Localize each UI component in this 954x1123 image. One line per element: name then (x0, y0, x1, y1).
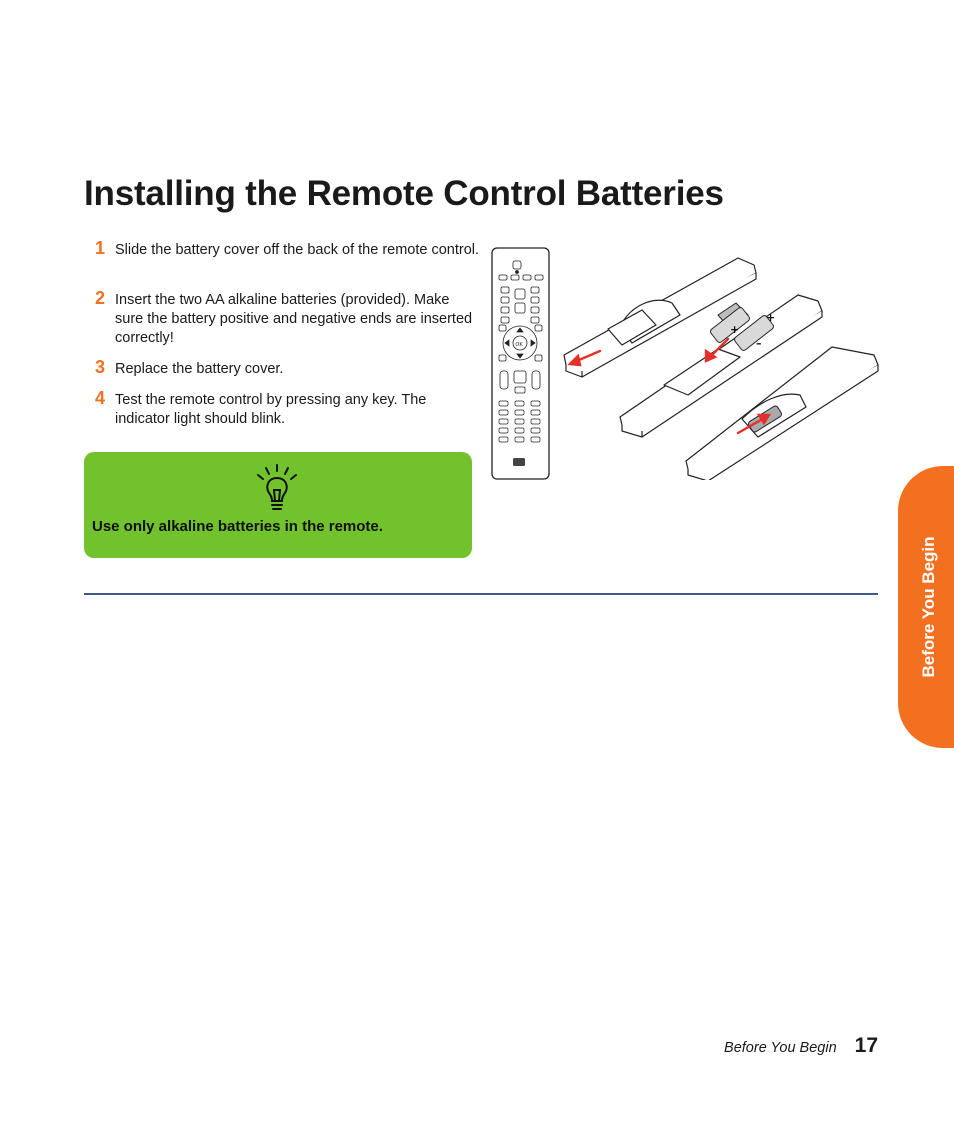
page-footer: Before You Begin 17 (724, 1034, 878, 1058)
step-number: 4 (95, 388, 106, 408)
section-divider (84, 593, 878, 595)
battery-plus-label: + (730, 323, 739, 336)
footer-section-name: Before You Begin (724, 1040, 837, 1056)
battery-plus-label: + (766, 311, 775, 324)
page-title: Installing the Remote Control Batteries (84, 174, 724, 213)
step-3: 3 Replace the battery cover. (95, 357, 284, 379)
battery-minus-label: – (756, 337, 762, 350)
battery-installation-illustration: + + – (563, 257, 879, 480)
step-text: Insert the two AA alkaline batteries (pr… (115, 292, 473, 346)
step-number: 3 (95, 357, 106, 377)
step-text: Replace the battery cover. (115, 361, 284, 377)
step-2: 2 Insert the two AA alkaline batteries (… (95, 288, 480, 348)
chapter-side-tab-label: Before You Begin (919, 536, 938, 678)
step-text: Test the remote control by pressing any … (115, 392, 427, 427)
step-4: 4 Test the remote control by pressing an… (95, 388, 480, 429)
lightbulb-icon (257, 464, 297, 510)
remote-ok-label: OK (515, 342, 523, 348)
page-number: 17 (854, 1034, 878, 1057)
chapter-side-tab (898, 466, 954, 748)
step-number: 1 (95, 238, 106, 258)
tip-text: Use only alkaline batteries in the remot… (92, 518, 383, 535)
step-text: Slide the battery cover off the back of … (115, 242, 480, 258)
remote-front-illustration: OK (491, 247, 550, 480)
step-number: 2 (95, 288, 106, 308)
tip-box: Use only alkaline batteries in the remot… (84, 452, 472, 558)
step-1: 1 Slide the battery cover off the back o… (95, 238, 480, 260)
